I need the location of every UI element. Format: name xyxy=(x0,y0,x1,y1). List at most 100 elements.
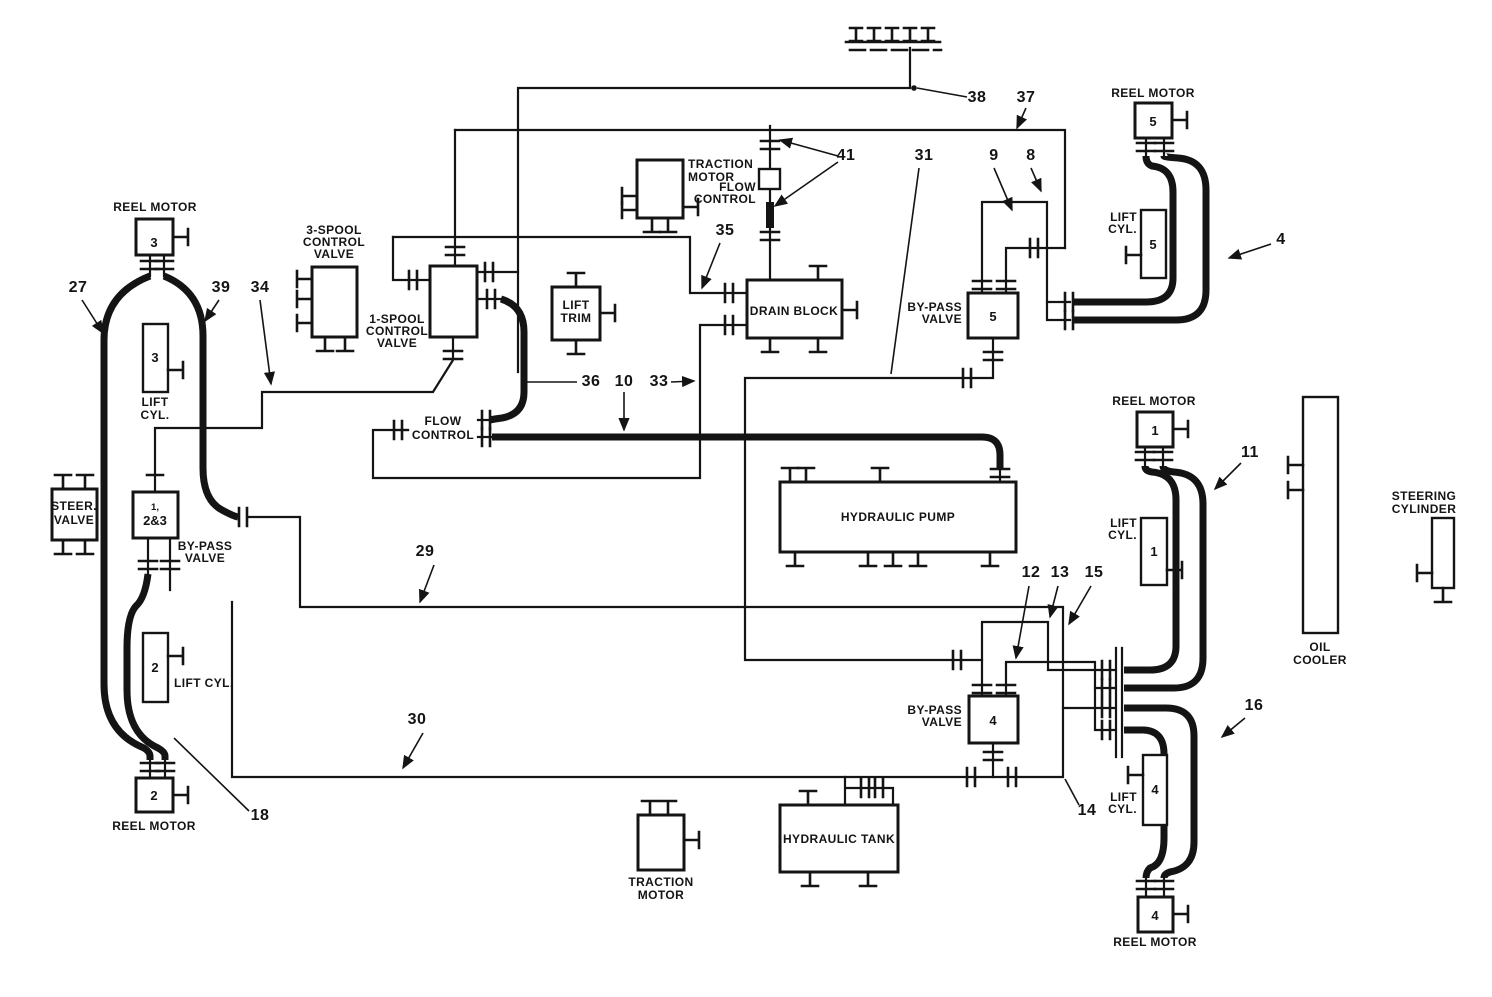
traction-motor-bottom-box xyxy=(636,813,686,872)
steer-valve-label: VALVE xyxy=(54,513,94,527)
ref-35: 35 xyxy=(716,222,735,239)
lift-cyl-5-caption: LIFT xyxy=(1110,210,1137,224)
leader-38 xyxy=(916,87,968,98)
leader-41a xyxy=(778,137,839,157)
ref-8: 8 xyxy=(1026,147,1035,164)
lift-cyl-1-box xyxy=(1139,516,1169,587)
port-stub xyxy=(785,550,805,568)
pipe xyxy=(1004,660,1116,732)
leader-39 xyxy=(204,299,220,323)
port-stub xyxy=(870,466,890,484)
port-stub xyxy=(335,335,355,353)
pipe xyxy=(743,336,995,662)
bypass-valve-4-caption: BY-PASS xyxy=(907,703,962,717)
port-stub xyxy=(658,216,678,234)
lift-cyl-4-caption: CYL. xyxy=(1108,802,1137,816)
restrictor-symbol xyxy=(766,202,774,228)
port-stub xyxy=(171,785,190,805)
port-stub xyxy=(840,300,859,320)
pipe xyxy=(516,46,912,374)
traction-motor-top-box xyxy=(635,158,685,220)
oil-cooler-caption: COOLER xyxy=(1293,653,1347,667)
spool1-valve-caption: 1-SPOOL xyxy=(369,312,424,326)
ref-27: 27 xyxy=(69,279,88,296)
ref-15: 15 xyxy=(1085,564,1104,581)
lift-cyl-2-box xyxy=(141,631,170,704)
thin-pipes xyxy=(145,46,1166,899)
hose-reel1-inner xyxy=(1124,465,1180,674)
port-stub xyxy=(295,313,314,333)
port-stub xyxy=(1415,563,1434,583)
leader-30 xyxy=(402,732,424,770)
port-stub xyxy=(295,269,314,289)
ref-11: 11 xyxy=(1241,444,1259,461)
bypass-valve-4-caption: VALVE xyxy=(922,715,962,729)
steering-cylinder-box xyxy=(1430,516,1456,590)
port-stub xyxy=(808,336,828,354)
bypass-valve-23-box xyxy=(131,490,180,540)
lift-cyl-4-caption: LIFT xyxy=(1110,790,1137,804)
leader-9 xyxy=(993,167,1013,212)
leader-8 xyxy=(1030,167,1042,193)
port-stub xyxy=(796,466,816,484)
port-stub xyxy=(1171,419,1190,439)
leader-18 xyxy=(173,737,250,812)
spool3-valve-box xyxy=(310,265,359,339)
port-stub xyxy=(620,186,639,206)
port-stub xyxy=(566,338,586,356)
steer-valve-label: STEER. xyxy=(51,499,97,513)
lift-cyl-5-value: 5 xyxy=(1149,237,1156,252)
hose-reel5-inner xyxy=(1074,155,1177,306)
leader-13 xyxy=(1047,585,1059,619)
leader-14 xyxy=(1064,778,1080,806)
lift-cyl-4-box xyxy=(1141,753,1169,827)
traction-motor-top-caption: TRACTION xyxy=(688,157,753,171)
reference-numbers: 38 37 41 31 9 8 4 27 39 34 35 36 10 33 1… xyxy=(69,89,1286,824)
hose-reel3-left xyxy=(100,272,154,760)
port-stub xyxy=(1126,765,1145,785)
bypass-valve-23-value: 1, xyxy=(151,502,159,513)
lift-cyl-5-box xyxy=(1139,208,1168,280)
bypass-valve-23-caption: VALVE xyxy=(185,551,225,565)
leader-12 xyxy=(1012,585,1030,660)
reel-motor-3-value: 3 xyxy=(150,235,157,250)
ref-30: 30 xyxy=(408,711,427,728)
port-stub xyxy=(760,336,780,354)
port-stub xyxy=(1433,586,1453,604)
port-stub xyxy=(53,538,73,556)
coupler xyxy=(237,506,249,528)
traction-motor-bottom-caption: TRACTION xyxy=(628,875,693,889)
port-stub xyxy=(1171,904,1190,924)
port-stub xyxy=(1124,245,1143,265)
leader-33 xyxy=(670,375,696,388)
bypass-valve-4-box xyxy=(967,694,1020,745)
bypass-valve-5-box xyxy=(966,291,1020,340)
lift-cyl-3-value: 3 xyxy=(151,350,158,365)
manifold-fitting-icon xyxy=(848,26,864,43)
port-stub xyxy=(640,799,660,817)
port-stub xyxy=(808,264,828,282)
reel-motor-4-value: 4 xyxy=(1151,908,1159,923)
leader-16 xyxy=(1220,717,1246,739)
ref-33: 33 xyxy=(650,373,669,390)
spool1-valve-caption: VALVE xyxy=(377,336,417,350)
flow-control-mid-label: CONTROL xyxy=(412,428,474,442)
leader-27 xyxy=(81,299,104,335)
reel-motor-4-box xyxy=(1136,895,1175,934)
spool3-valve-caption: 3-SPOOL xyxy=(306,223,361,237)
leader-37 xyxy=(1016,107,1028,130)
lift-trim-label: TRIM xyxy=(561,311,592,325)
leader-15 xyxy=(1068,585,1092,626)
drain-block-box xyxy=(745,278,844,340)
ref-13: 13 xyxy=(1051,564,1070,581)
reel-motor-2-caption: REEL MOTOR xyxy=(112,819,196,833)
bypass-valve-5-value: 5 xyxy=(989,309,996,324)
lift-cyl-3-caption: LIFT xyxy=(142,395,169,409)
leader-41b xyxy=(773,161,839,207)
hydraulic-tank-box xyxy=(778,803,900,874)
manifold-fitting-icon xyxy=(866,26,882,43)
traction-motor-top-caption: MOTOR xyxy=(688,170,734,184)
lift-cyl-2-caption: LIFT CYL. xyxy=(174,676,234,690)
pipe xyxy=(230,515,1065,779)
